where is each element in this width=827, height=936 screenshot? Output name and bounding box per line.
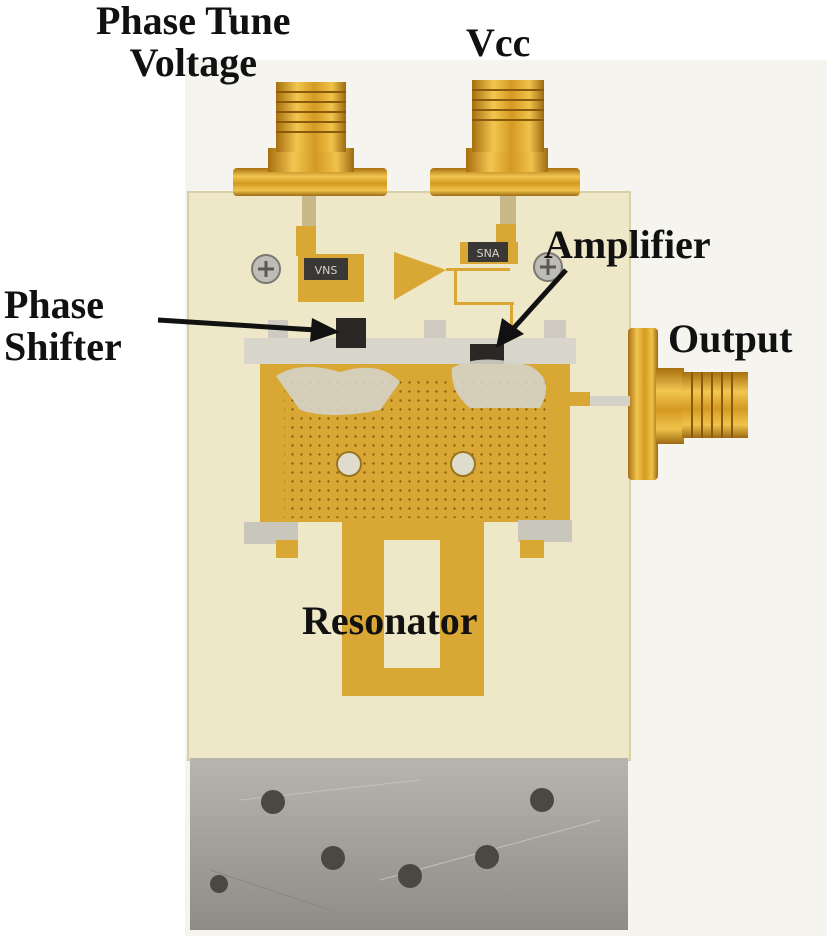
- board-screws: [251, 252, 563, 284]
- amplifier-arrow: [496, 268, 568, 348]
- shifter-line: Shifter: [4, 324, 122, 369]
- output-label: Output: [668, 316, 793, 361]
- amplifier-label: Amplifier: [544, 222, 711, 267]
- feedback-line: [244, 320, 576, 364]
- resonator-stub: [342, 518, 484, 696]
- mounting-hole: [321, 846, 345, 870]
- vcc-sma-connector: [430, 80, 580, 226]
- mounting-hole: [210, 875, 228, 893]
- smd-inductor-right: SNA: [468, 242, 508, 262]
- mounting-hole: [398, 864, 422, 888]
- vcc-label: Vcc: [466, 20, 531, 65]
- phase-line: Phase: [4, 282, 104, 327]
- phase-tune-sma-connector: [233, 82, 387, 226]
- phase-shifter-chip: [336, 318, 366, 348]
- smd-inductor-left: VNS: [304, 258, 348, 280]
- svg-text:VNS: VNS: [315, 264, 338, 277]
- phase-tune-line: Phase Tune: [96, 0, 291, 43]
- output-sma-connector: [628, 328, 748, 480]
- mounting-hole: [475, 845, 499, 869]
- phase-tune-voltage-label: Phase Tune Voltage: [96, 0, 291, 84]
- mounting-hole: [530, 788, 554, 812]
- phase-shifter-arrow: [157, 317, 340, 342]
- voltage-line: Voltage: [129, 40, 257, 85]
- mounting-hole: [261, 790, 285, 814]
- svg-text:SNA: SNA: [477, 247, 500, 260]
- resonator-label: Resonator: [302, 598, 478, 643]
- aluminum-base: [190, 758, 628, 930]
- resonator-body: [244, 359, 630, 558]
- phase-shifter-label: Phase Shifter: [4, 284, 122, 368]
